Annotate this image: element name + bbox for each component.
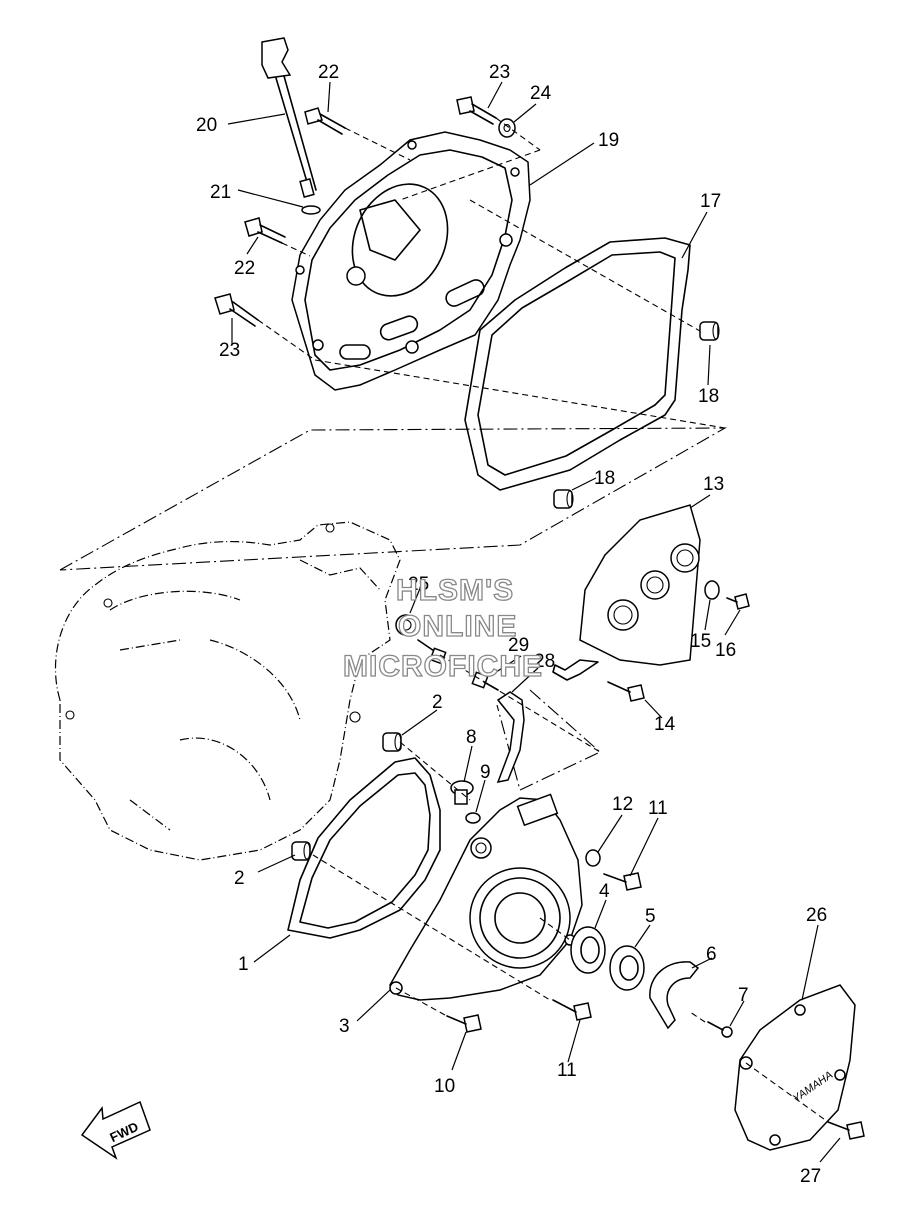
washer-12 — [585, 849, 601, 867]
dowel-2-upper — [382, 732, 402, 752]
bolt-23-top — [456, 96, 497, 125]
bolt-22-top — [304, 107, 346, 135]
bolt-11-upper — [603, 872, 642, 891]
dowel-2-lower — [291, 841, 311, 861]
callout-12: 12 — [612, 794, 633, 815]
callout-19: 19 — [598, 130, 619, 151]
watermark-line-2: ONLINE — [398, 610, 517, 643]
bolt-27 — [827, 1121, 865, 1140]
cover-gasket-17 — [464, 237, 691, 491]
callout-25: 25 — [408, 574, 429, 595]
callout-24: 24 — [530, 83, 552, 104]
bolt-16 — [726, 593, 750, 610]
o-ring-9 — [465, 812, 481, 824]
bolt-22-left — [244, 217, 286, 244]
washer-15 — [704, 580, 720, 600]
retainer-6 — [649, 961, 700, 1030]
washer-24 — [498, 118, 516, 138]
callout-28: 28 — [534, 651, 555, 672]
callout-4: 4 — [599, 881, 610, 902]
dowel-18-upper — [699, 321, 720, 341]
callout-6: 6 — [706, 944, 717, 965]
sprocket-cover-13 — [579, 504, 701, 666]
clutch-cover — [291, 131, 531, 391]
callout-29: 29 — [508, 635, 529, 656]
fwd-arrow-icon: FWD — [80, 1100, 151, 1160]
callout-numbers: 22 20 21 22 23 23 24 19 17 18 18 13 25 1… — [196, 62, 827, 1187]
assembly-lines — [257, 117, 829, 1123]
callout-27: 27 — [800, 1166, 821, 1187]
callout-23-top: 23 — [489, 62, 510, 83]
callout-22-left: 22 — [234, 258, 255, 279]
bracket-28 — [552, 659, 599, 681]
callout-1: 1 — [238, 954, 249, 975]
callout-8: 8 — [466, 727, 477, 748]
generator-cover-26: YAMAHA — [734, 984, 856, 1151]
plug-8 — [450, 780, 474, 805]
chain-guide — [496, 691, 525, 784]
callout-2-upper: 2 — [432, 692, 443, 713]
bolt-14 — [607, 681, 645, 702]
callout-17: 17 — [700, 191, 721, 212]
watermark-line-3: MICROFICHE — [343, 650, 543, 683]
callout-7: 7 — [738, 985, 749, 1006]
crankcase-outline — [54, 521, 401, 861]
callout-11-upper: 11 — [648, 798, 668, 819]
callout-15: 15 — [690, 631, 711, 652]
callout-3: 3 — [339, 1016, 350, 1037]
leader-lines — [227, 81, 841, 1163]
crankcase-cover-3 — [389, 793, 583, 1001]
callout-14: 14 — [654, 714, 676, 735]
bolt-23-left — [214, 293, 259, 327]
dipstick — [261, 37, 317, 198]
callout-16: 16 — [715, 640, 736, 661]
callout-5: 5 — [645, 906, 656, 927]
oil-seal-5 — [609, 945, 645, 991]
callout-21: 21 — [210, 182, 231, 203]
plug-25 — [395, 614, 447, 665]
bearing-4 — [570, 926, 606, 974]
callout-22-top: 22 — [318, 62, 339, 83]
callout-11-lower: 11 — [557, 1060, 577, 1081]
callout-18-lower: 18 — [594, 468, 615, 489]
bolt-11-lower — [552, 999, 592, 1021]
callout-13: 13 — [703, 474, 724, 495]
callout-26: 26 — [806, 905, 827, 926]
callout-9: 9 — [480, 762, 491, 783]
bolt-10 — [446, 1014, 482, 1033]
dowel-18-lower — [553, 489, 574, 509]
watermark-line-1: HLSM'S — [396, 574, 514, 607]
callout-2-lower: 2 — [234, 868, 245, 889]
o-ring-21 — [301, 205, 321, 215]
callout-10: 10 — [434, 1076, 455, 1097]
crankcase-gasket-1 — [287, 757, 441, 939]
callout-23-left: 23 — [219, 340, 240, 361]
callout-20: 20 — [196, 115, 217, 136]
screw-7 — [707, 1021, 733, 1038]
callout-18-upper: 18 — [698, 386, 719, 407]
watermark: HLSM'S ONLINE MICROFICHE — [342, 573, 543, 683]
